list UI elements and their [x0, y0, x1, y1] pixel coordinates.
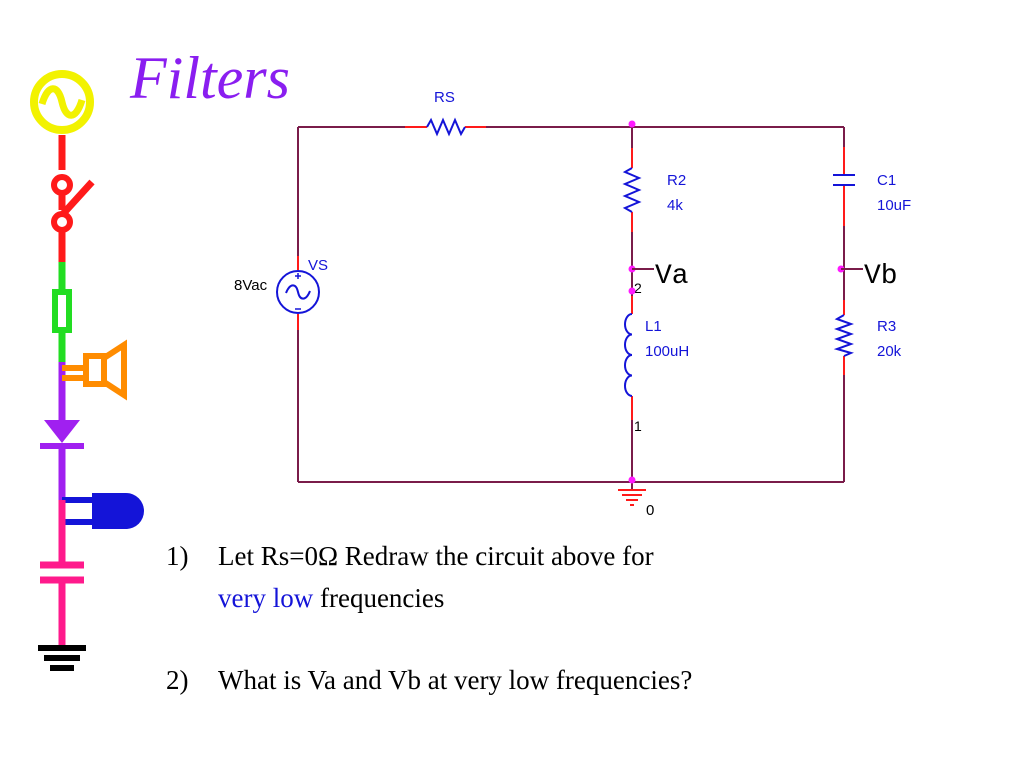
question-1-line-1: Let Rs=0Ω Redraw the circuit above for — [218, 541, 654, 571]
node-ground — [628, 476, 636, 484]
va-node-label: Va — [655, 261, 689, 292]
switch-icon — [51, 174, 95, 262]
question-1-number: 1) — [166, 541, 189, 571]
vb-node-label: Vb — [864, 261, 898, 292]
r3-resistor-symbol — [833, 314, 854, 357]
r3-name-label: R3 — [877, 318, 896, 335]
rs-label: RS — [434, 89, 455, 106]
source-name-label: VS — [308, 257, 328, 274]
r2-value-label: 4k — [667, 197, 683, 214]
r2-resistor-symbol — [622, 167, 642, 213]
source-value-label: 8Vac — [234, 277, 268, 294]
c1-capacitor-symbol — [833, 174, 855, 186]
question-1: 1) Let Rs=0Ω Redraw the circuit above fo… — [166, 540, 886, 620]
l1-pin-2-label: 2 — [634, 280, 642, 296]
question-2-number: 2) — [166, 665, 189, 695]
component-leads — [297, 126, 845, 420]
ground-label: 0 — [646, 502, 654, 519]
r2-name-label: R2 — [667, 172, 686, 189]
r3-value-label: 20k — [877, 343, 902, 360]
l1-value-label: 100uH — [645, 343, 689, 360]
slide-title: Filters — [130, 45, 290, 111]
node-top-junction — [628, 120, 636, 128]
lamp-icon — [58, 493, 144, 565]
l1-pin-1-label: 1 — [634, 418, 642, 434]
rs-resistor-symbol — [426, 117, 466, 137]
c1-name-label: C1 — [877, 172, 896, 189]
l1-name-label: L1 — [645, 318, 662, 335]
diode-icon — [40, 395, 84, 500]
wires — [297, 126, 845, 490]
question-2: 2) What is Va and Vb at very low frequen… — [166, 664, 886, 704]
node-l1-pin2 — [628, 287, 636, 295]
ac-source-symbol — [276, 270, 320, 314]
decorative-icon-column — [30, 70, 144, 671]
question-2-text: What is Va and Vb at very low frequencie… — [218, 665, 693, 695]
question-1-highlight: very low — [218, 583, 314, 613]
speaker-icon — [58, 339, 127, 401]
l1-inductor-symbol — [624, 313, 633, 397]
node-markers — [628, 120, 845, 484]
question-1-line-2-rest: frequencies — [313, 583, 445, 613]
ground-symbol — [618, 489, 646, 506]
fuse-icon — [52, 262, 72, 362]
ground-icon — [38, 645, 86, 671]
c1-value-label: 10uF — [877, 197, 911, 214]
question-1-line-2: very low frequencies — [218, 582, 444, 614]
ac-source-icon — [30, 70, 94, 170]
capacitor-icon — [40, 561, 84, 645]
